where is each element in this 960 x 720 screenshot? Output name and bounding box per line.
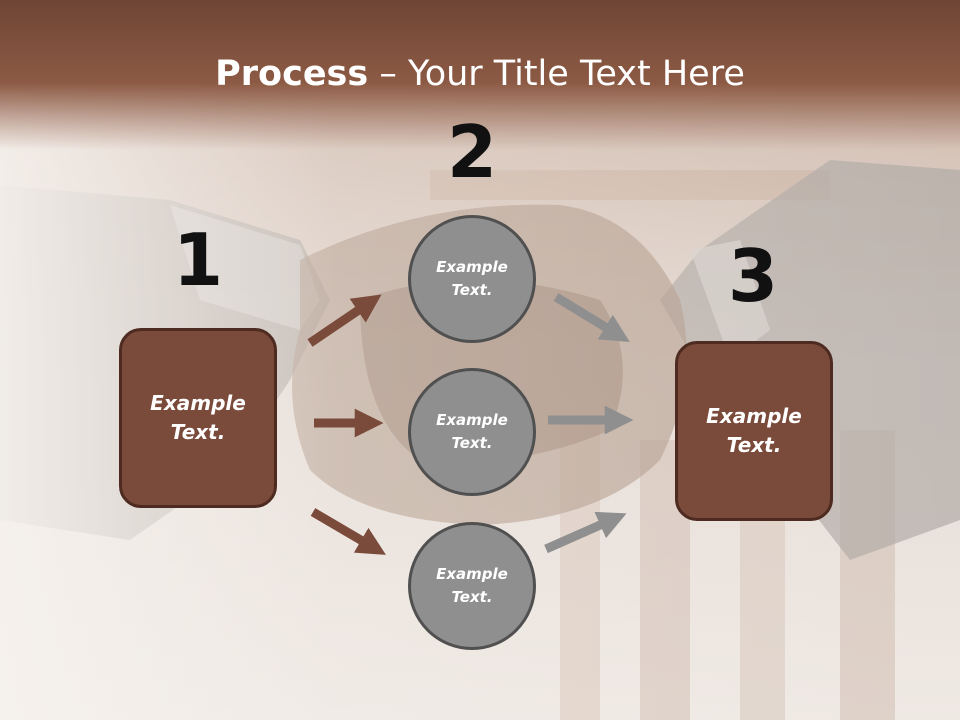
step-number-2: 2 — [446, 110, 498, 194]
arrow-up-right-gray — [544, 511, 627, 554]
step-number-1: 1 — [172, 218, 224, 302]
arrow-down-right-gray — [553, 293, 630, 342]
circle-middle-label: Example Text. — [436, 411, 508, 452]
step-number-3: 3 — [727, 234, 779, 318]
circle-top-label: Example Text. — [436, 258, 508, 299]
circle-middle[interactable]: Example Text. — [408, 368, 536, 496]
circle-bottom-label: Example Text. — [436, 565, 508, 606]
arrow-down-right-brown — [310, 508, 386, 555]
step-1-box[interactable]: Example Text. — [119, 328, 277, 508]
slide-title[interactable]: Process – Your Title Text Here — [0, 52, 960, 96]
step-3-label: Example Text. — [706, 404, 802, 457]
circle-bottom[interactable]: Example Text. — [408, 522, 536, 650]
step-3-box[interactable]: Example Text. — [675, 341, 833, 521]
title-bold-part: Process — [215, 54, 369, 94]
title-band — [0, 0, 960, 150]
arrow-up-right-brown — [307, 294, 382, 347]
step-1-label: Example Text. — [150, 391, 246, 444]
title-rest-part: – Your Title Text Here — [368, 54, 745, 94]
circle-top[interactable]: Example Text. — [408, 215, 536, 343]
